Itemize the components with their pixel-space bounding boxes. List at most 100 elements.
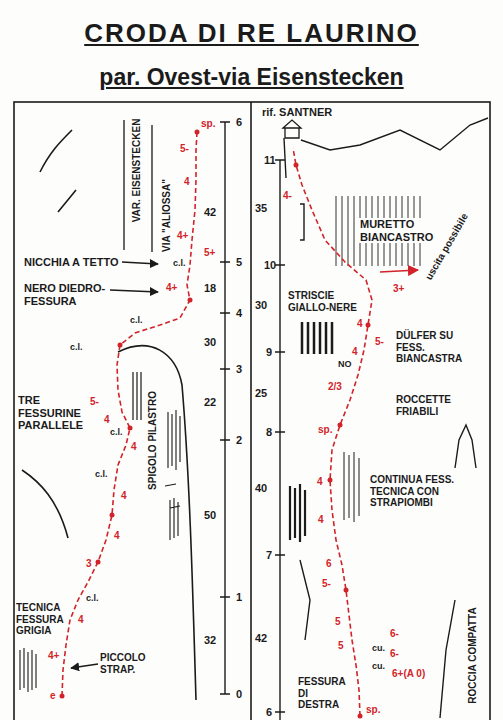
grade-label: 5- [375,336,384,347]
grade-label: 4 [317,476,323,487]
frame [14,102,490,720]
belay-dot [328,478,333,483]
scale-number: 42 [204,206,216,218]
feature-label: DÜLFER SU FESS. BIANCASTRA [396,330,484,365]
pointer-arrow [110,290,158,292]
feature-label: TECNICA FESSURA GRIGIA [16,602,68,637]
feature-label: NO [338,360,352,370]
feature-label: c.l. [95,470,108,480]
feature-label: cu. [372,662,385,672]
length-scale [275,160,285,720]
feature-label: SPIGOLO PILASTRO [147,391,158,490]
grade-label: e [50,690,56,701]
scale-number: 11 [264,154,276,166]
grade-label: 6- [390,648,399,659]
feature-label: VIA "ALIOSSA" [161,178,172,251]
grade-label: 6- [390,628,399,639]
scale-number: 6 [266,706,272,718]
grade-label: 4+ [48,650,59,661]
feature-label: rif. SANTNER [262,106,332,118]
diagram-subtitle: par. Ovest-via Eisenstecken [0,64,503,90]
length-scale [220,122,230,694]
grade-label: 5- [90,396,99,407]
grade-label: 5- [180,143,189,154]
belay-dot [195,130,200,135]
grade-label: 4 [78,614,84,625]
belay-dot [110,513,115,518]
scale-number: 22 [204,396,216,408]
pointer-arrow [122,262,158,264]
scale-number: 8 [266,426,272,438]
belay-dot [188,298,193,303]
grade-label: sp. [201,118,215,129]
grade-label: 3 [86,558,92,569]
grade-label: 4 [121,490,127,501]
diagram-title: CRODA DI RE LAURINO [0,18,503,49]
grade-label: 4+ [177,230,188,241]
crack-hatching [344,452,359,522]
feature-label: c.l. [70,343,83,353]
feature-label: VAR. EISENSTECKEN [131,118,142,222]
belay-dots [60,130,371,719]
scale-number: 7 [266,549,272,561]
grade-label: 4 [184,176,190,187]
feature-label: c.l. [173,259,186,269]
scale-number: 32 [204,634,216,646]
scale-number: 35 [255,202,267,214]
stripes-hatching [302,322,332,354]
grade-label: 4 [318,514,324,525]
rock-hatching [165,410,180,540]
rock-outline [22,130,76,538]
belay-dot [294,163,299,168]
grade-label: 4 [104,414,110,425]
belay-dot [60,694,65,699]
belay-dot [118,343,123,348]
grade-label: 4 [131,441,137,452]
scale-number: 30 [255,299,267,311]
scale-number: 9 [266,346,272,358]
scale-number: 42 [255,632,267,644]
scale-number: 25 [255,387,267,399]
scale-number: 30 [204,336,216,348]
feature-label: NERO DIEDRO- FESSURA [24,282,119,307]
belay-dot [344,588,349,593]
feature-label: CONTINUA FESS. TECNICA CON STRAPIOMBI [370,474,470,509]
scale-number: 50 [204,509,216,521]
grade-label: 5 [335,616,341,627]
feature-label: ROCCIA COMPATTA [466,607,477,703]
scale-number: 2 [236,434,242,446]
feature-label: c.l. [110,428,123,438]
feature-label: ROCCETTE FRIABILI [396,394,471,417]
scale-number: 4 [236,307,242,319]
grade-label: 4 [352,346,358,357]
exit-arrow [380,270,418,272]
belay-dot [128,426,133,431]
grade-label: 6+(A 0) [392,668,425,679]
scale-number: 40 [255,482,267,494]
parallel-cracks [133,372,141,420]
feature-label: MURETTO BIANCASTRO [358,218,444,243]
belay-dot [358,714,363,719]
hut-icon [283,120,301,138]
rock-hatching [290,484,305,542]
scale-number: 5 [236,256,242,268]
feature-label: TRE FESSURINE PARALLELE [18,394,88,432]
grade-label: 4- [283,190,292,201]
feature-label: PICCOLO STRAP. [100,652,155,675]
scale-number: 18 [204,282,216,294]
scale-number: 0 [236,688,242,700]
rock-hatching [20,648,36,692]
rock-outline [300,425,476,718]
belay-dot [366,323,371,328]
route-line [62,132,197,696]
feature-label: c.l. [130,316,143,326]
scale-number: 10 [264,259,276,271]
belay-dot [96,560,101,565]
grade-label: 5+ [204,247,215,258]
pillar-outline [118,346,196,700]
scale-number: 1 [236,591,242,603]
grade-label: 4 [357,318,363,329]
grade-label: 5 [338,640,344,651]
grade-label: 6 [326,558,332,569]
grade-label: 5- [322,578,331,589]
